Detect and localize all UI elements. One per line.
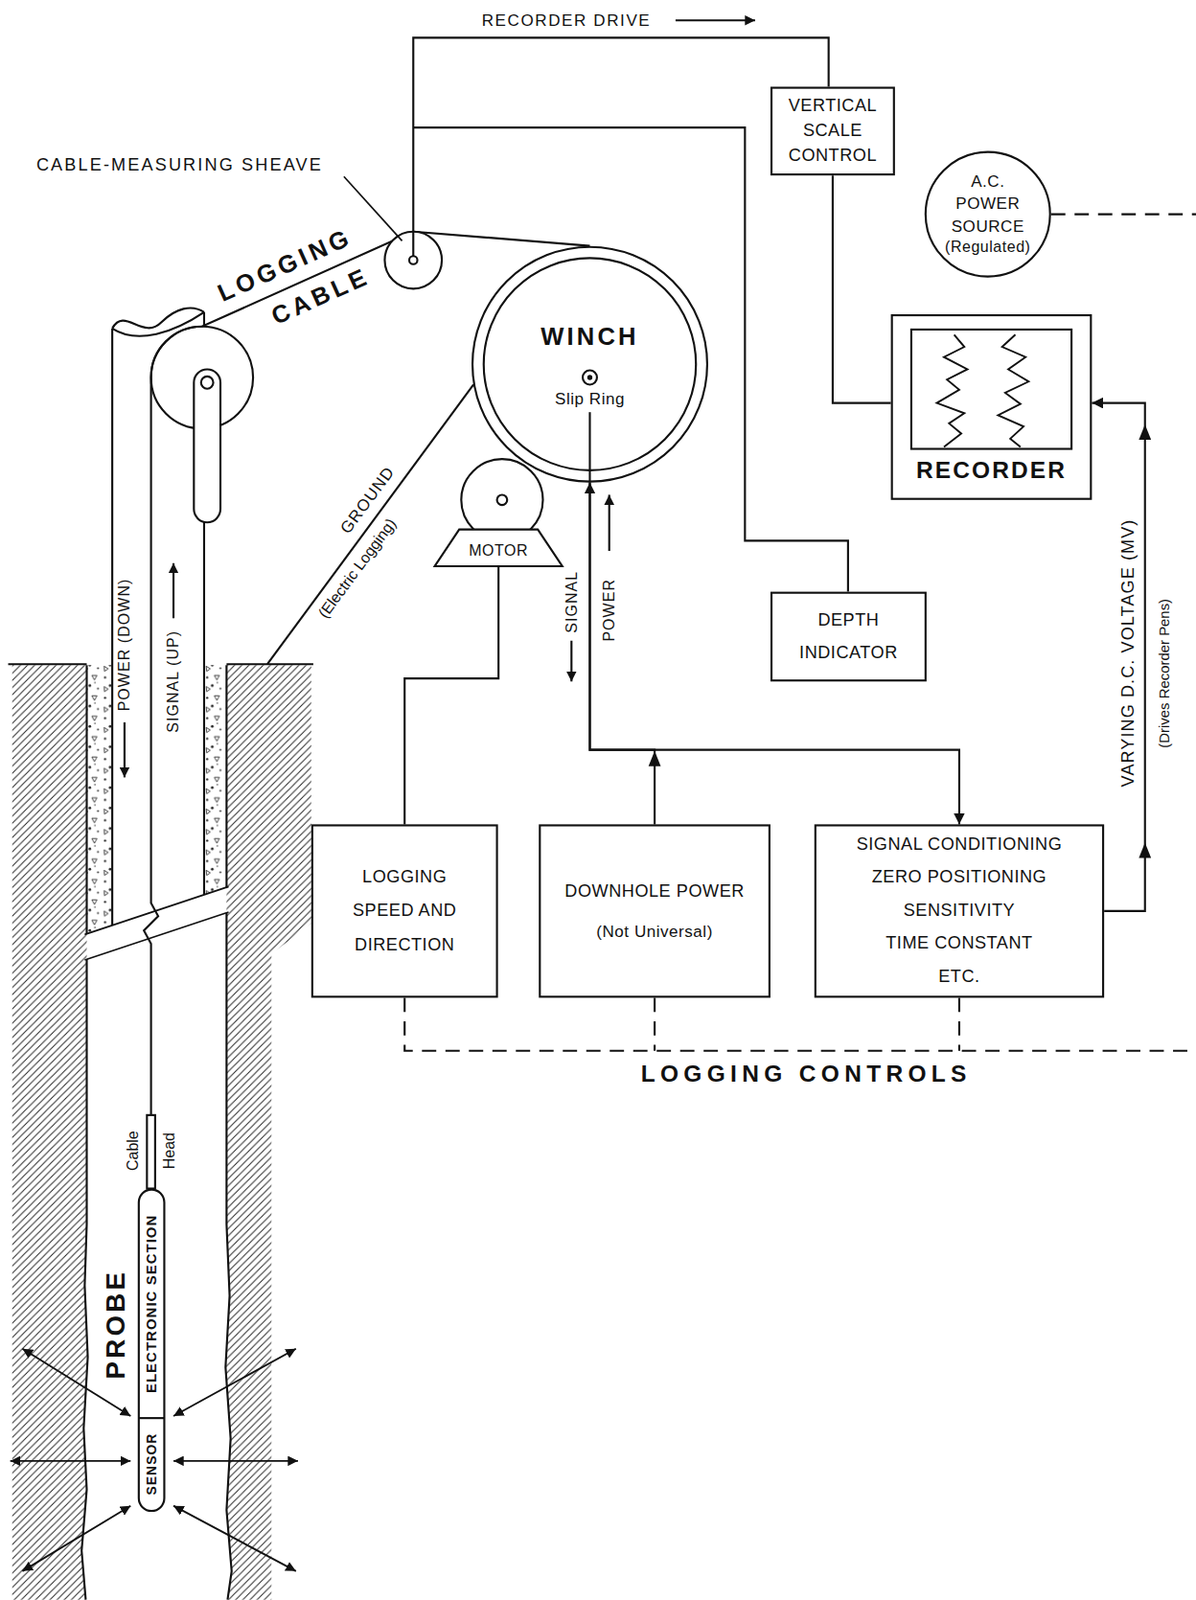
cable-head <box>146 1115 156 1190</box>
box-label: SENSOR <box>142 1433 160 1496</box>
signal-arrow <box>10 1460 132 1463</box>
part-name: Cable Head <box>114 1130 188 1172</box>
winch-outline <box>471 246 709 483</box>
signal-name: POWER <box>599 578 619 643</box>
hole-wall <box>87 665 228 934</box>
group-title: LOGGING CONTROLS <box>634 1060 978 1089</box>
cement-right <box>204 665 227 896</box>
connector <box>589 483 655 826</box>
box-label: WINCH <box>540 321 640 352</box>
box-label: (Not Universal) <box>596 920 713 942</box>
box-label: SIGNAL CONDITIONING <box>856 834 1063 856</box>
part-note: (Electric Logging) <box>314 514 400 621</box>
ground-wire <box>267 384 474 665</box>
slip-ring-lead <box>588 412 591 483</box>
probe-outline <box>138 1190 165 1512</box>
box-label: (Regulated) <box>944 236 1031 258</box>
power-source-circle: A.C. POWER SOURCE(Regulated) <box>924 151 1052 278</box>
log-trace <box>937 334 968 447</box>
box-label: DOWNHOLE POWER <box>564 880 744 903</box>
signal-arrow <box>22 1506 131 1572</box>
control-box: VERTICAL SCALE CONTROL <box>770 87 896 177</box>
box-label: SENSITIVITY <box>903 900 1016 922</box>
signal-arrow <box>173 1506 297 1572</box>
signal-name: SIGNAL <box>562 571 581 634</box>
circle-outline <box>925 152 1051 277</box>
signal-note: (Drives Recorder Pens) <box>1155 598 1173 749</box>
motor-mount: MOTOR <box>434 529 564 568</box>
signal-name: VARYING D.C. VOLTAGE (MV) <box>1118 519 1140 788</box>
control-box: DOWNHOLE POWER (Not Universal) <box>538 824 771 998</box>
box-label: TIME CONSTANT <box>885 934 1033 956</box>
box-label: LOGGING SPEED AND DIRECTION <box>346 860 461 963</box>
box-label: ELECTRONIC SECTION <box>142 1215 161 1394</box>
box-label: MOTOR <box>468 541 529 561</box>
sheave-arm <box>193 368 221 523</box>
signal-arrow <box>173 1349 297 1417</box>
signal-name: SIGNAL (UP) <box>163 630 183 734</box>
signal-arrow <box>173 1460 299 1463</box>
box-label: DEPTH INDICATOR <box>791 603 906 670</box>
box-label: A.C. POWER SOURCE <box>946 170 1029 237</box>
sheave-axle <box>409 255 418 265</box>
box-label: Slip Ring <box>554 389 625 410</box>
box-label: VERTICAL SCALE CONTROL <box>781 93 886 168</box>
control-box: LOGGING SPEED AND DIRECTION <box>311 824 499 998</box>
box-label: ETC. <box>938 966 980 989</box>
leader-line <box>344 176 403 241</box>
part-name: CABLE-MEASURING SHEAVE <box>36 155 323 177</box>
earth-left <box>12 665 89 1600</box>
connector <box>404 567 499 825</box>
log-trace <box>997 334 1029 447</box>
circle-outline <box>924 151 1052 278</box>
depth-drive-line <box>413 127 849 593</box>
signal-name: RECORDER DRIVE <box>482 10 652 30</box>
drum-core <box>483 257 696 470</box>
part-name: LOGGING CABLE <box>210 215 378 353</box>
motor-axle <box>497 494 508 506</box>
signal-name: POWER (DOWN) <box>115 578 134 713</box>
connector <box>1091 403 1145 912</box>
winch-drum: WINCH Slip Ring <box>471 246 709 483</box>
recorder-box: RECORDER <box>891 314 1093 501</box>
recorder-screen <box>911 329 1072 450</box>
logging-cable <box>143 231 590 1118</box>
drum-rim <box>472 247 708 483</box>
control-bus <box>404 214 1196 1052</box>
earth-hatching <box>12 665 312 1600</box>
break-line <box>84 886 229 961</box>
direction-arrow <box>570 641 573 683</box>
direction-arrow <box>675 19 756 22</box>
direction-arrow <box>172 563 175 620</box>
box-label: PROBE <box>98 1269 133 1380</box>
sheave-axle <box>201 376 214 390</box>
slip-ring <box>582 370 598 386</box>
cement-left <box>87 665 114 934</box>
connector <box>832 175 892 403</box>
recorder-drive-line <box>413 37 828 256</box>
direction-arrow <box>608 494 611 552</box>
direction-arrow <box>123 722 126 779</box>
probe-body: PROBEELECTRONIC SECTIONSENSOR <box>138 1189 166 1514</box>
box-label: ZERO POSITIONING <box>872 868 1048 890</box>
control-box: SIGNAL CONDITIONING ZERO POSITIONING SENSI… <box>814 824 1104 998</box>
slip-ring-center <box>587 374 593 380</box>
connector <box>589 483 959 826</box>
box-label: RECORDER <box>916 456 1067 486</box>
section-divider <box>138 1417 165 1420</box>
earth-right <box>225 665 311 1600</box>
hole-wall <box>81 913 232 1600</box>
mount-outline <box>435 529 563 567</box>
indicator-box: DEPTH INDICATOR <box>770 592 927 683</box>
